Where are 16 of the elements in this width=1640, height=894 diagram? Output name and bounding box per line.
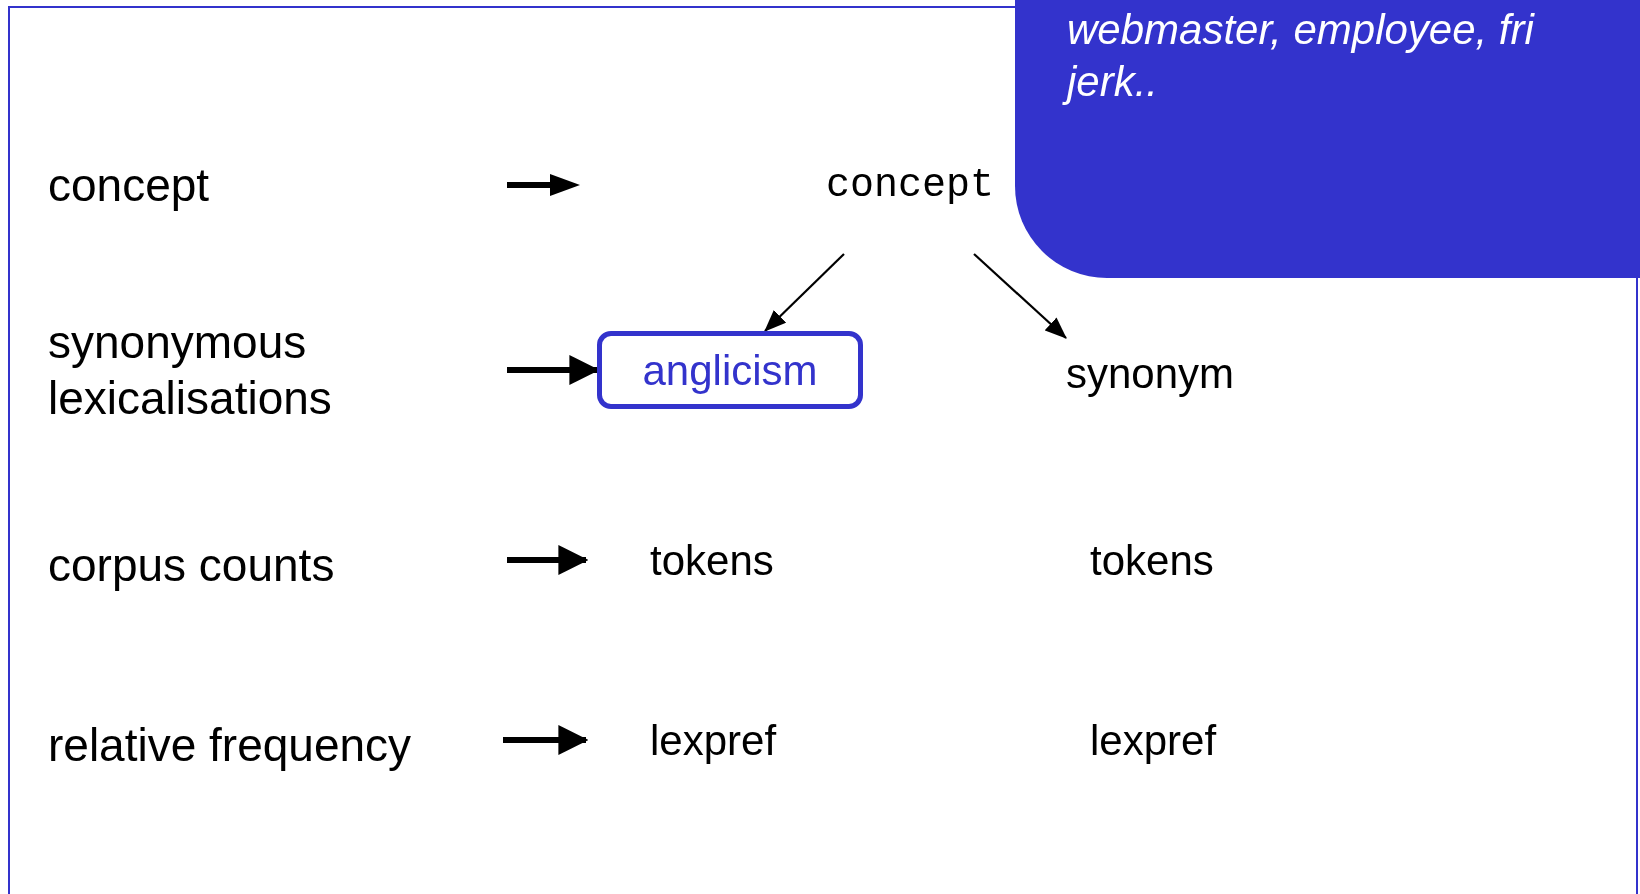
concept-term: concept xyxy=(586,150,994,260)
arrow xyxy=(507,545,589,575)
arrow xyxy=(764,253,845,332)
row-label: corpus counts xyxy=(48,530,503,600)
callout-box: webmaster, employee, fri jerk.. xyxy=(1015,0,1640,278)
row-label: concept xyxy=(48,150,503,220)
highlighted-term-box: anglicism xyxy=(597,331,863,409)
term: lexpref xyxy=(1090,705,1270,775)
row-label: relative frequency xyxy=(48,710,503,780)
term: synonym xyxy=(1066,338,1266,408)
arrow xyxy=(973,253,1067,339)
row-label: synonymous lexicalisations xyxy=(48,305,503,435)
term: tokens xyxy=(586,525,806,595)
term: lexpref xyxy=(586,705,806,775)
arrow xyxy=(503,725,589,755)
term: tokens xyxy=(1090,525,1270,595)
